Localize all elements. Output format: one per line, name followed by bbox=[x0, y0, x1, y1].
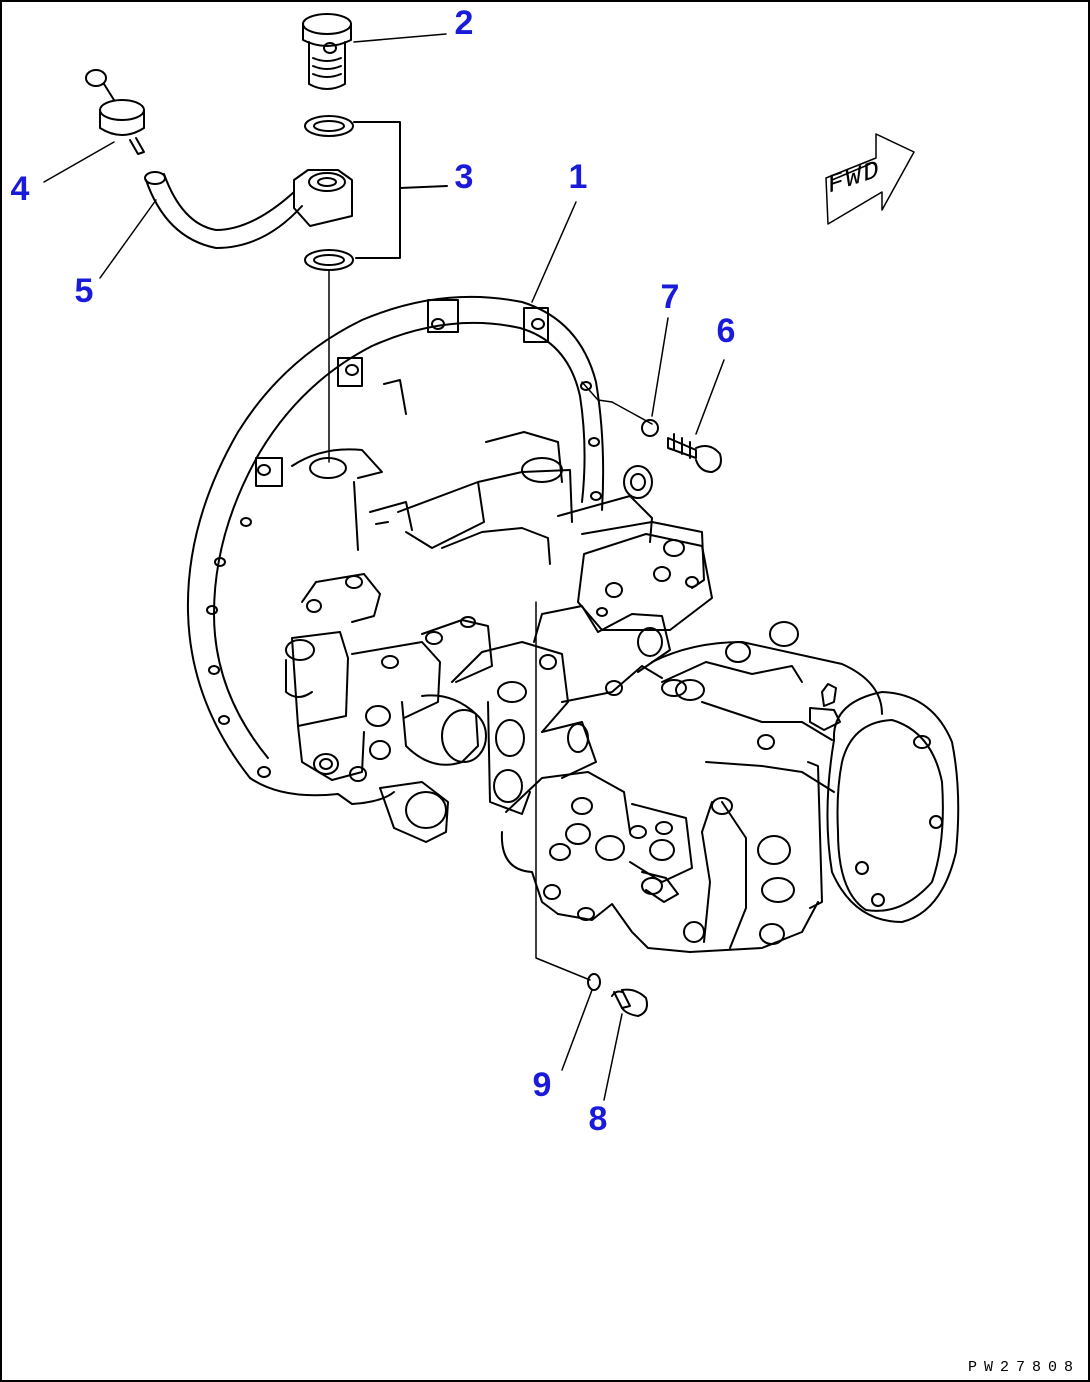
tube-part bbox=[144, 171, 303, 249]
plug-and-o-ring-parts bbox=[587, 973, 648, 1017]
hydraulic-pump-assembly bbox=[186, 295, 960, 953]
bolt-and-washer-parts bbox=[641, 419, 722, 473]
drawing-code: PW27808 bbox=[967, 1359, 1080, 1376]
washer-and-fitting-part bbox=[293, 115, 448, 271]
fwd-arrow bbox=[825, 133, 915, 225]
callout-9: 9 bbox=[532, 1066, 552, 1104]
callout-3: 3 bbox=[454, 158, 474, 196]
callout-7: 7 bbox=[660, 278, 680, 316]
callout-2: 2 bbox=[454, 4, 474, 42]
banjo-bolt-part bbox=[302, 13, 352, 90]
callout-4: 4 bbox=[10, 170, 30, 208]
callout-5: 5 bbox=[74, 272, 94, 310]
callout-6: 6 bbox=[716, 312, 736, 350]
breather-part bbox=[85, 69, 145, 155]
leader-lines bbox=[43, 33, 725, 1101]
callout-1: 1 bbox=[568, 158, 588, 196]
callout-8: 8 bbox=[588, 1100, 608, 1138]
